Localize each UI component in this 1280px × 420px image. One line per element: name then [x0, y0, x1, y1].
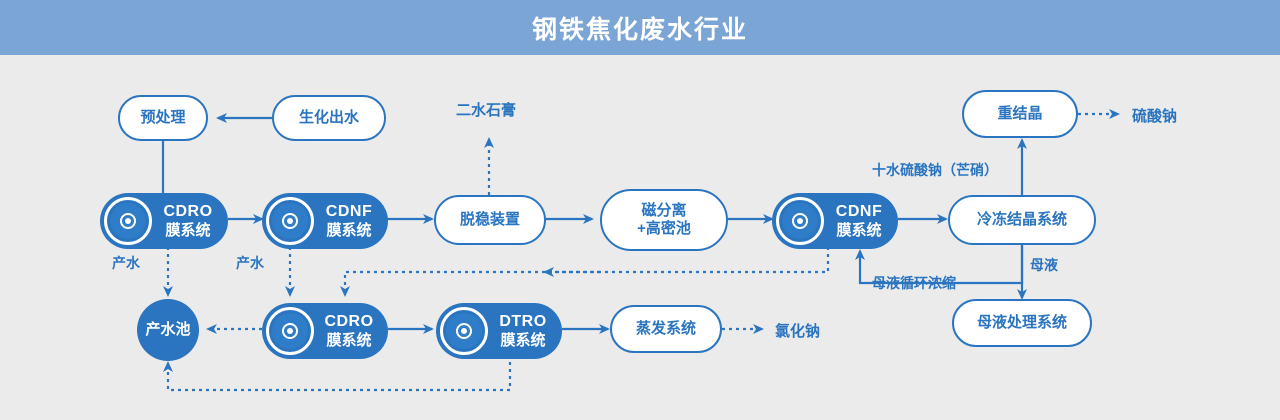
node-label: 预处理 [140, 109, 186, 127]
node-label: 冷冻结晶系统 [976, 211, 1067, 229]
node-label: 重结晶 [997, 105, 1043, 123]
membrane-target-icon [264, 305, 316, 357]
node-sublabel: 膜系统 [500, 331, 546, 349]
page-header: 钢铁焦化废水行业 [0, 0, 1280, 55]
node-freeze-crystallization[interactable]: 冷冻结晶系统 [948, 195, 1096, 245]
node-mother-liquor-system[interactable]: 母液处理系统 [952, 299, 1092, 347]
node-cdnf-1[interactable]: CDNF 膜系统 [262, 193, 388, 249]
edge-label-glauber-salt: 十水硫酸钠（芒硝） [872, 162, 998, 178]
node-sublabel: 膜系统 [326, 221, 372, 239]
node-label-line2: +高密池 [637, 220, 691, 237]
node-destabilizer[interactable]: 脱稳装置 [434, 195, 546, 245]
edge-label-product-water-2: 产水 [236, 255, 264, 271]
node-label: 脱稳装置 [459, 211, 520, 229]
node-label: 生化出水 [298, 109, 359, 127]
node-sublabel: 膜系统 [836, 221, 882, 239]
node-evaporation-system[interactable]: 蒸发系统 [610, 305, 722, 353]
node-cdnf-2[interactable]: CDNF 膜系统 [772, 193, 898, 249]
node-magnetic-separation[interactable]: 磁分离 +高密池 [600, 189, 728, 251]
node-label: 母液处理系统 [976, 314, 1067, 332]
node-code: CDRO [324, 313, 374, 331]
membrane-target-icon [102, 195, 154, 247]
node-biochem-effluent[interactable]: 生化出水 [272, 95, 386, 141]
membrane-target-icon [264, 195, 316, 247]
output-gypsum: 二水石膏 [456, 102, 517, 119]
diagram-canvas: 预处理 生化出水 二水石膏 CDRO 膜系统 CDNF 膜系统 [0, 55, 1280, 420]
node-code: CDRO [163, 203, 213, 221]
node-cdro-2[interactable]: CDRO 膜系统 [262, 303, 388, 359]
node-sublabel: 膜系统 [165, 221, 211, 239]
node-label: 蒸发系统 [635, 320, 696, 338]
node-code: DTRO [499, 313, 547, 331]
node-dtro-1[interactable]: DTRO 膜系统 [436, 303, 562, 359]
node-pretreatment[interactable]: 预处理 [118, 95, 208, 141]
node-sublabel: 膜系统 [326, 331, 372, 349]
edge-label-product-water-1: 产水 [112, 255, 140, 271]
output-sodium-chloride: 氯化钠 [775, 323, 821, 340]
node-product-water-pool[interactable]: 产水池 [137, 299, 199, 361]
page-title: 钢铁焦化废水行业 [531, 15, 748, 44]
edge-label-mother-liquor-recycle: 母液循环浓缩 [872, 275, 956, 291]
node-label-line1: 磁分离 [641, 202, 687, 220]
output-sodium-sulfate: 硫酸钠 [1132, 108, 1178, 125]
node-cdro-1[interactable]: CDRO 膜系统 [100, 193, 228, 249]
node-code: CDNF [835, 203, 883, 221]
node-code: CDNF [325, 203, 373, 221]
membrane-target-icon [438, 305, 490, 357]
edge-label-mother-liquor: 母液 [1030, 257, 1058, 273]
node-recrystallization[interactable]: 重结晶 [962, 90, 1078, 138]
membrane-target-icon [774, 195, 826, 247]
node-label: 产水池 [145, 321, 191, 339]
